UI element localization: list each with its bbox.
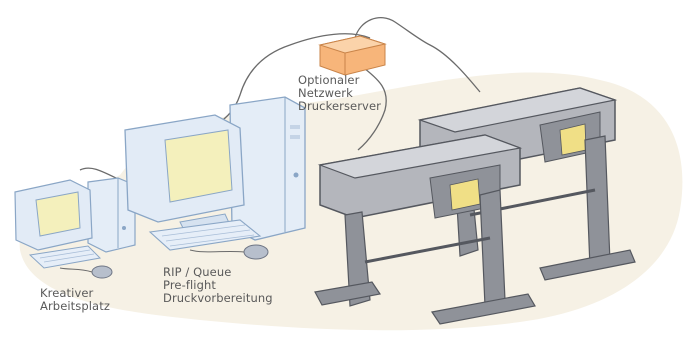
- label-workstation: Kreativer Arbeitsplatz: [40, 287, 110, 313]
- label-server-line-3: Druckerserver: [298, 100, 381, 113]
- label-workstation-line-2: Arbeitsplatz: [40, 300, 110, 313]
- label-rip: RIP / Queue Pre-flight Druckvorbereitung: [163, 266, 273, 305]
- label-server: Optionaler Netzwerk Druckerserver: [298, 74, 381, 113]
- print-server-icon: [320, 36, 385, 75]
- label-rip-line-3: Druckvorbereitung: [163, 292, 273, 305]
